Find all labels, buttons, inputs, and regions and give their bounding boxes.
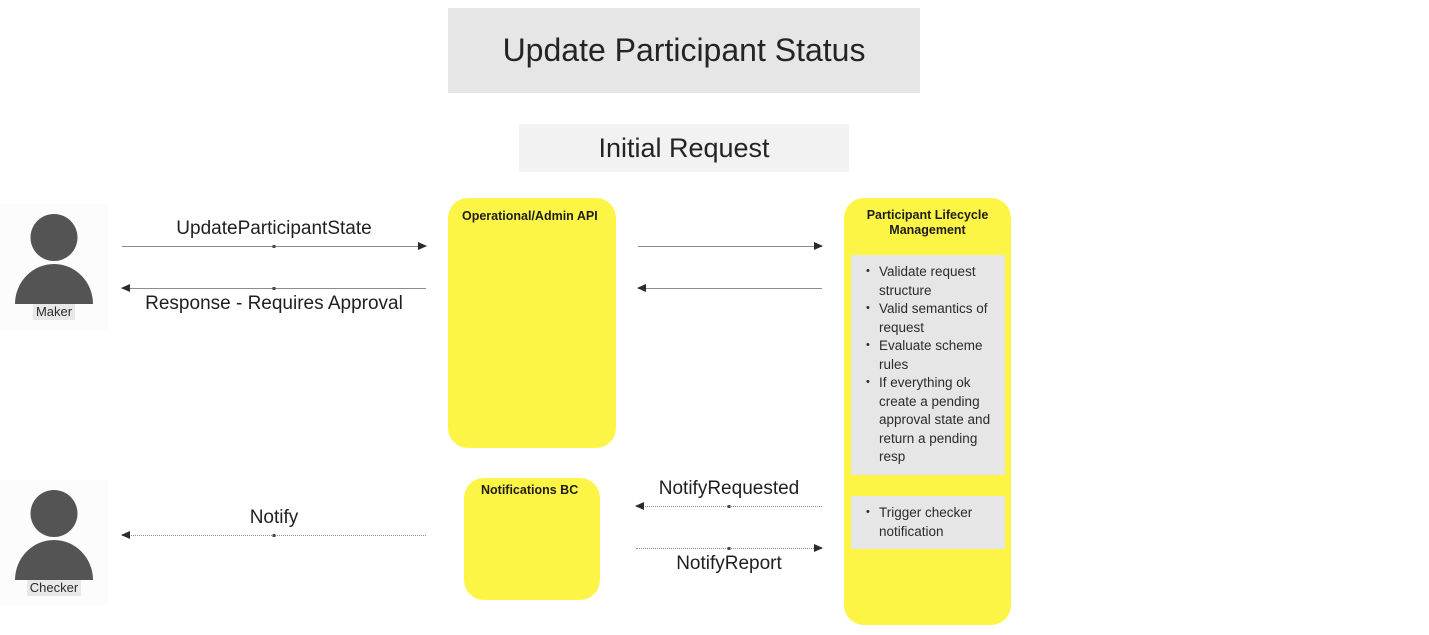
note-bullet: Trigger checker notification [866, 503, 1001, 541]
arrowhead-right-icon [418, 242, 427, 250]
note-bullet: Evaluate scheme rules [866, 336, 1001, 374]
phase-title: Initial Request [519, 124, 849, 172]
note-trigger-list: Trigger checker notification [855, 503, 1001, 541]
note-bullet: Valid semantics of request [866, 299, 1001, 337]
actor-maker[interactable]: Maker [0, 204, 108, 330]
message-label: UpdateParticipantState [176, 218, 372, 239]
message-midpoint-dot [272, 244, 276, 248]
component-operational-api[interactable]: Operational/Admin API [448, 198, 616, 448]
arrowhead-right-icon [814, 242, 823, 250]
arrowhead-left-icon [635, 502, 644, 510]
message-label: NotifyReport [676, 553, 782, 574]
arrowhead-left-icon [121, 284, 130, 292]
note-bullet: If everything ok create a pending approv… [866, 373, 1001, 467]
message-midpoint-dot [727, 504, 731, 508]
arrowhead-left-icon [121, 531, 130, 539]
actor-maker-label: Maker [32, 303, 76, 320]
message-label: Response - Requires Approval [145, 293, 403, 314]
actor-checker[interactable]: Checker [0, 480, 108, 606]
message-midpoint-dot [272, 533, 276, 537]
arrowhead-right-icon [814, 544, 823, 552]
component-participant-lifecycle[interactable]: Participant Lifecycle Management Validat… [844, 198, 1011, 625]
message-midpoint-dot [727, 546, 731, 550]
person-icon [15, 212, 93, 304]
component-operational-api-title: Operational/Admin API [462, 209, 598, 223]
person-head-icon [30, 490, 78, 537]
component-notifications-bc-title: Notifications BC [481, 483, 579, 497]
message-midpoint-dot [272, 286, 276, 290]
page-title: Update Participant Status [448, 8, 920, 93]
message-label: Notify [249, 507, 299, 528]
message-line [638, 288, 822, 289]
note-validation-list: Validate request structure Valid semanti… [855, 262, 1001, 467]
person-body-icon [15, 540, 93, 580]
component-participant-lifecycle-title: Participant Lifecycle Management [866, 208, 989, 237]
component-notifications-bc[interactable]: Notifications BC [464, 478, 600, 600]
message-line [638, 246, 822, 247]
note-trigger: Trigger checker notification [851, 496, 1005, 549]
note-bullet: Validate request structure [866, 262, 1001, 300]
message-label: NotifyRequested [658, 478, 800, 499]
person-head-icon [30, 214, 78, 261]
note-validation: Validate request structure Valid semanti… [851, 255, 1005, 475]
person-icon [15, 488, 93, 580]
person-body-icon [15, 264, 93, 304]
actor-checker-label: Checker [26, 579, 82, 596]
arrowhead-left-icon [637, 284, 646, 292]
